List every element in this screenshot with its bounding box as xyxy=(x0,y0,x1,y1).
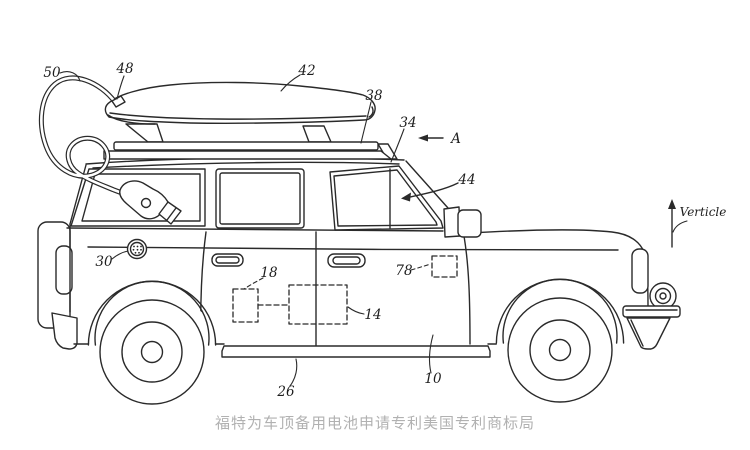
label-30: 30 xyxy=(95,254,113,270)
label-48: 48 xyxy=(115,61,134,77)
leader-lines xyxy=(59,71,434,387)
charging-cable xyxy=(38,75,125,196)
label-42: 42 xyxy=(297,63,315,79)
rocker-step xyxy=(221,345,491,358)
news-caption: 福特为车顶备用电池申请专利美国专利商标局 xyxy=(214,414,535,432)
charge-port xyxy=(126,238,148,260)
cargo-box xyxy=(104,81,376,125)
charging-connector xyxy=(118,180,182,225)
door-handle xyxy=(211,253,244,267)
label-34: 34 xyxy=(399,115,416,131)
direction-arrow-a xyxy=(418,134,444,142)
rear-wheel xyxy=(87,280,217,416)
roof-pointer-arrow xyxy=(401,182,459,202)
front-fascia xyxy=(622,248,681,350)
front-door-window xyxy=(329,165,444,231)
front-wheel xyxy=(495,278,625,414)
label-50: 50 xyxy=(43,65,61,81)
label-26: 26 xyxy=(276,384,295,400)
cable-attachment xyxy=(111,95,126,108)
door-handle xyxy=(327,253,366,268)
label-verticle: Verticle xyxy=(680,205,727,219)
quarter-window xyxy=(70,168,206,227)
label-14: 14 xyxy=(364,307,381,323)
vertical-axis-arrow xyxy=(668,199,688,248)
label-10: 10 xyxy=(424,371,442,387)
vehicle-rear-end xyxy=(37,164,87,350)
side-mirror xyxy=(443,206,482,238)
label-18: 18 xyxy=(260,265,278,281)
label-78: 78 xyxy=(395,263,413,279)
label-a: A xyxy=(449,131,461,147)
rear-door-window xyxy=(215,168,305,229)
windshield-pillar xyxy=(405,160,449,209)
roof-rack xyxy=(103,123,398,160)
hidden-components xyxy=(232,255,458,325)
label-44: 44 xyxy=(457,172,475,188)
label-38: 38 xyxy=(365,88,383,104)
reference-labels: 50 48 42 38 34 A 44 Verticle 30 18 78 14… xyxy=(43,61,726,400)
